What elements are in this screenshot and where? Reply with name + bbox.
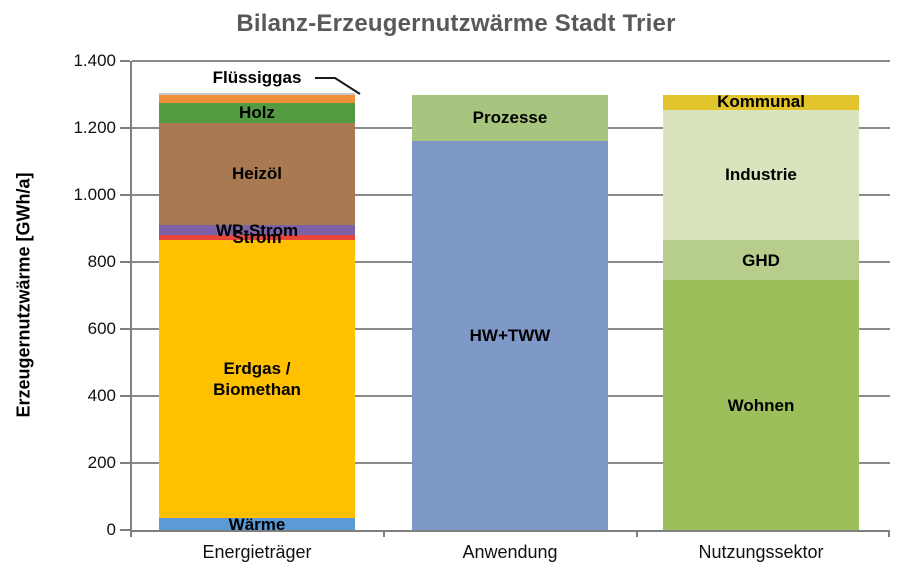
y-tick-label-600: 600	[87, 319, 116, 338]
segment-wohnen: Wohnen	[663, 280, 859, 530]
segment-label-kommunal: Kommunal	[717, 92, 805, 112]
segment-label-prozesse: Prozesse	[472, 108, 548, 128]
x-axis-tick-0	[130, 530, 132, 537]
y-axis-tick-400	[120, 395, 130, 398]
y-axis-title: Erzeugernutzwärme [GWh/a]	[13, 172, 34, 418]
category-label-nutzungssektor: Nutzungssektor	[698, 542, 824, 562]
segment-label-industrie: Industrie	[725, 165, 797, 185]
segment-kommunal: Kommunal	[663, 92, 859, 111]
segment-fluessiggas	[159, 92, 355, 103]
chart-title: Bilanz-Erzeugernutzwärme Stadt Trier	[236, 10, 676, 37]
segment-hw-tww: HW+TWW	[412, 141, 608, 530]
segment-strom: Strom	[159, 228, 355, 247]
segment-label-erdgas-biomethan: Erdgas / Biomethan	[213, 359, 301, 400]
callout-label-fluessiggas: Flüssiggas	[212, 68, 302, 87]
segment-holz: Holz	[159, 102, 355, 123]
y-tick-label-400: 400	[87, 386, 116, 405]
y-axis-tick-0	[120, 529, 130, 531]
y-tick-label-200: 200	[87, 453, 116, 472]
x-axis-tick-3	[888, 530, 890, 537]
y-axis-tick-1400	[120, 60, 130, 62]
segment-ghd: GHD	[663, 240, 859, 281]
y-tick-label-1000: 1.000	[73, 185, 116, 204]
segment-industrie: Industrie	[663, 109, 859, 241]
x-axis-tick-2	[636, 530, 638, 537]
y-axis-tick-800	[120, 261, 130, 264]
segment-label-wohnen: Wohnen	[727, 395, 795, 415]
gridline-1400	[132, 60, 890, 62]
segment-label-ghd: GHD	[742, 250, 780, 270]
segment-waerme: Wärme	[159, 515, 355, 534]
y-axis-tick-600	[120, 328, 130, 330]
y-tick-label-800: 800	[87, 252, 116, 271]
y-axis-tick-200	[120, 462, 130, 465]
segment-wp-strom: WP-Strom	[159, 221, 355, 240]
segment-erdgas-biomethan: Erdgas / Biomethan	[159, 240, 355, 519]
segment-label-hw-tww: HW+TWW	[469, 326, 551, 346]
x-axis-tick-1	[383, 530, 385, 537]
y-tick-label-1200: 1.200	[73, 118, 116, 137]
segment-heizoel: Heizöl	[159, 123, 355, 226]
y-axis-tick-1200	[120, 127, 130, 129]
segment-label-heizoel: Heizöl	[231, 164, 283, 184]
bar-nutzungssektor: Wohnen GHD Industrie Kommunal	[663, 61, 859, 530]
y-tick-label-0: 0	[106, 520, 116, 539]
segment-prozesse: Prozesse	[412, 94, 608, 142]
category-label-anwendung: Anwendung	[462, 542, 558, 562]
category-label-energietraeger: Energieträger	[202, 542, 312, 562]
bar-anwendung: HW+TWW Prozesse	[412, 61, 608, 530]
segment-label-holz: Holz	[239, 103, 275, 123]
y-tick-label-1400: 1.400	[73, 51, 116, 70]
y-axis-tick-1000	[120, 194, 130, 196]
